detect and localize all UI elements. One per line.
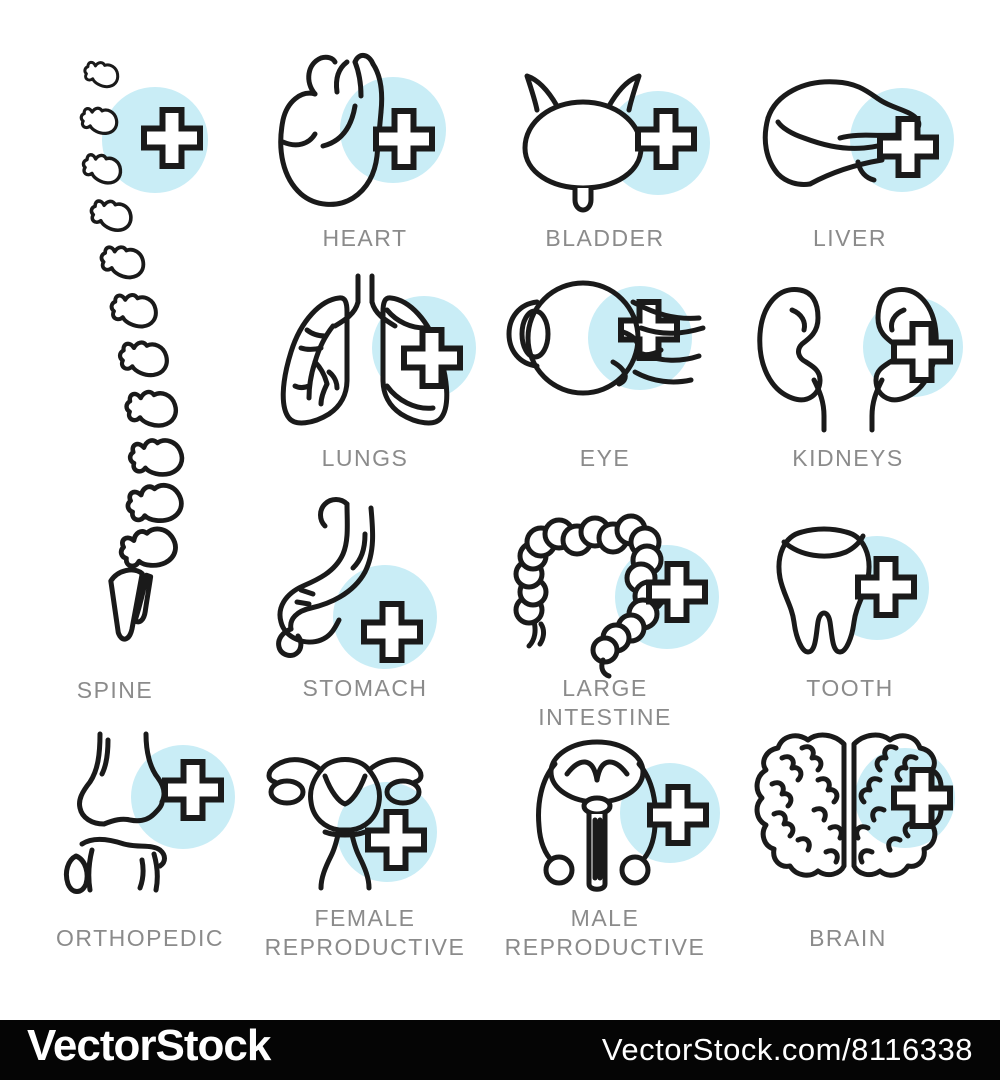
icon-card-liver: LIVER [740,48,960,253]
medical-cross-icon [401,327,463,389]
male-reproductive-icon [536,739,720,892]
icon-card-male-reproductive: MALE REPRODUCTIVE [495,728,720,962]
medical-cross-icon [162,759,224,821]
icon-card-female-reproductive: FEMALE REPRODUCTIVE [255,728,475,962]
icon-card-eye: EYE [495,268,715,473]
icon-label: SPINE [76,677,154,703]
icon-card-kidneys: KIDNEYS [738,268,963,473]
large-intestine-icon [513,513,719,679]
icon-card-tooth: TOOTH [740,498,960,703]
icon-label: MALE REPRODUCTIVE [504,905,706,960]
medical-cross-icon [635,108,697,170]
spine-icon [77,58,208,642]
icon-card-stomach: STOMACH [255,497,475,703]
vectorstock-logo: VectorStock [27,1021,271,1070]
icon-card-large-intestine: LARGE INTESTINE [495,498,719,732]
icon-card-spine: SPINE [30,45,240,705]
lungs-icon [280,273,476,426]
medical-cross-icon [646,561,708,623]
medical-cross-icon [647,784,709,846]
medical-cross-icon [365,809,427,871]
kidneys-icon [757,287,963,433]
medical-cross-icon [891,321,953,383]
icon-card-bladder: BLADDER [495,48,715,253]
medical-cross-icon [877,116,939,178]
icon-label: KIDNEYS [792,445,904,471]
medical-cross-icon [361,601,423,663]
medical-cross-icon [891,767,953,829]
icon-card-lungs: LUNGS [255,268,476,473]
eye-icon [506,280,706,396]
icon-label: STOMACH [302,675,428,701]
icon-label: LUNGS [321,445,409,471]
brain-icon [754,732,955,878]
tooth-icon [776,526,929,655]
medical-cross-icon [141,107,203,169]
icon-card-orthopedic: ORTHOPEDIC [30,728,250,953]
icon-label: EYE [579,445,631,471]
stomach-icon [276,497,437,669]
icon-label: HEART [322,225,408,251]
icon-label: LIVER [813,225,887,251]
medical-cross-icon [373,108,435,170]
bladder-icon [522,73,710,213]
orthopedic-icon [63,731,235,894]
icon-label: BLADDER [545,225,665,251]
watermark-credit: VectorStock.com/8116338 [601,1032,973,1067]
liver-icon [762,79,954,192]
female-reproductive-icon [266,757,437,891]
icon-label: LARGE INTESTINE [538,675,672,730]
icon-label: ORTHOPEDIC [56,925,224,951]
icon-card-brain: BRAIN [738,728,958,953]
icon-label: BRAIN [809,925,887,951]
watermark-bar: VectorStock VectorStock.com/8116338 [0,1020,1000,1080]
icon-card-heart: HEART [255,48,475,253]
medical-cross-icon [855,556,917,618]
icon-label: TOOTH [806,675,894,701]
icon-label: FEMALE REPRODUCTIVE [264,905,466,960]
heart-icon [278,53,446,207]
